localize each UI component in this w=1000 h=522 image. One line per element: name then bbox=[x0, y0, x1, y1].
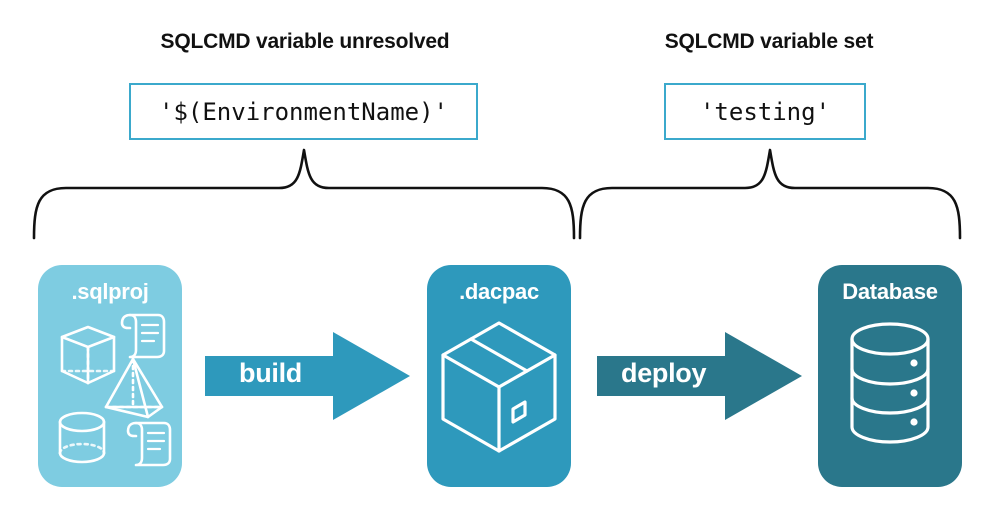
brace-deploy-scope bbox=[572, 148, 968, 245]
curly-brace-icon bbox=[578, 148, 962, 240]
arrow-build-label: build bbox=[239, 358, 302, 388]
cube-icon bbox=[60, 325, 116, 385]
brace-build-scope bbox=[26, 148, 582, 245]
card-database-artwork bbox=[818, 305, 962, 485]
card-sqlproj-artwork bbox=[38, 305, 182, 485]
block-arrow-icon bbox=[205, 332, 410, 420]
card-database-label: Database bbox=[842, 279, 938, 304]
card-dacpac-artwork bbox=[427, 305, 571, 485]
heading-sqlcmd-set: SQLCMD variable set bbox=[664, 30, 874, 53]
cylinder-icon bbox=[58, 411, 106, 464]
arrow-deploy bbox=[597, 332, 802, 425]
database-cylinder-icon bbox=[850, 322, 930, 444]
pyramid-icon bbox=[104, 357, 164, 419]
heading-sqlcmd-unresolved: SQLCMD variable unresolved bbox=[160, 30, 450, 53]
card-sqlproj[interactable]: .sqlproj bbox=[38, 265, 182, 487]
card-database[interactable]: Database bbox=[818, 265, 962, 487]
curly-brace-icon bbox=[32, 148, 576, 240]
arrow-deploy-label: deploy bbox=[621, 358, 707, 388]
script-scroll-icon bbox=[126, 421, 172, 467]
card-sqlproj-label: .sqlproj bbox=[71, 279, 149, 304]
package-box-icon bbox=[441, 321, 557, 453]
card-dacpac[interactable]: .dacpac bbox=[427, 265, 571, 487]
arrow-build bbox=[205, 332, 410, 425]
code-box-testing: 'testing' bbox=[664, 83, 866, 140]
script-scroll-icon bbox=[120, 313, 166, 359]
block-arrow-icon bbox=[597, 332, 802, 420]
code-box-environment-name: '$(EnvironmentName)' bbox=[129, 83, 478, 140]
card-dacpac-label: .dacpac bbox=[459, 279, 539, 304]
